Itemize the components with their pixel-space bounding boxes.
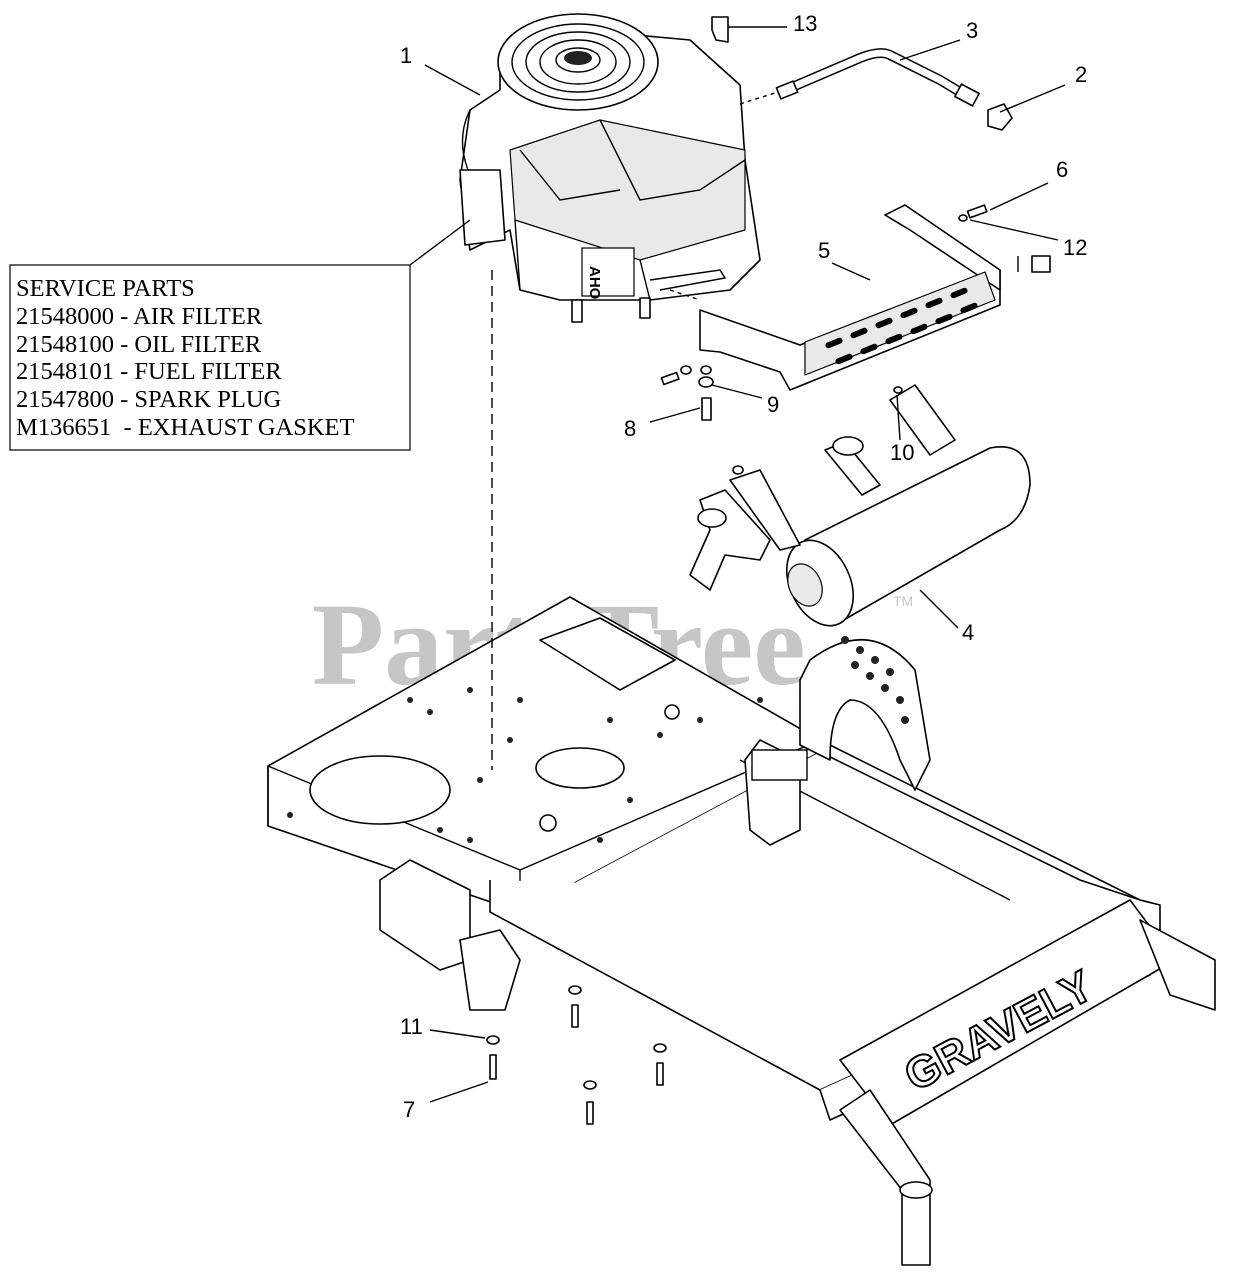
service-parts-heading: SERVICE PARTS [16,275,195,302]
callout-9: 9 [767,392,779,417]
callout-1: 1 [400,43,412,68]
callout-12: 12 [1063,235,1087,260]
callout-7: 7 [403,1097,415,1122]
hardware-8-9 [660,365,714,421]
engine: AHO [459,13,761,323]
callout-8: 8 [624,416,636,441]
service-parts-box: SERVICE PARTS 21548000 - AIR FILTER 2154… [9,264,411,451]
callout-11: 11 [400,1014,423,1039]
callout-3: 3 [966,18,978,43]
service-part-row: M136651 - EXHAUST GASKET [16,414,355,441]
service-parts-border [9,264,411,451]
callout-10: 10 [890,440,914,465]
callout-2: 2 [1075,62,1087,87]
muffler [689,384,1031,627]
clip-part-13 [711,16,729,43]
watermark-tm: TM [893,593,913,609]
mower-frame: GRAVELY [267,596,1216,1266]
callouts: 1 2 3 4 5 6 7 8 9 10 11 12 13 [400,11,1087,1122]
service-part-row: 21547800 - SPARK PLUG [16,386,281,413]
heat-shield [669,204,1051,391]
leader-lines [409,26,1066,1103]
frame-hardware [486,985,667,1125]
service-part-row: 21548101 - FUEL FILTER [16,358,282,385]
engine-label-text: AHO [586,266,603,300]
service-part-row: 21548100 - OIL FILTER [16,331,262,358]
callout-5: 5 [818,238,830,263]
callout-13: 13 [793,11,817,36]
callout-6: 6 [1056,157,1068,182]
callout-4: 4 [962,620,974,645]
service-part-row: 21548000 - AIR FILTER [16,303,263,330]
fuel-line [739,48,1013,131]
